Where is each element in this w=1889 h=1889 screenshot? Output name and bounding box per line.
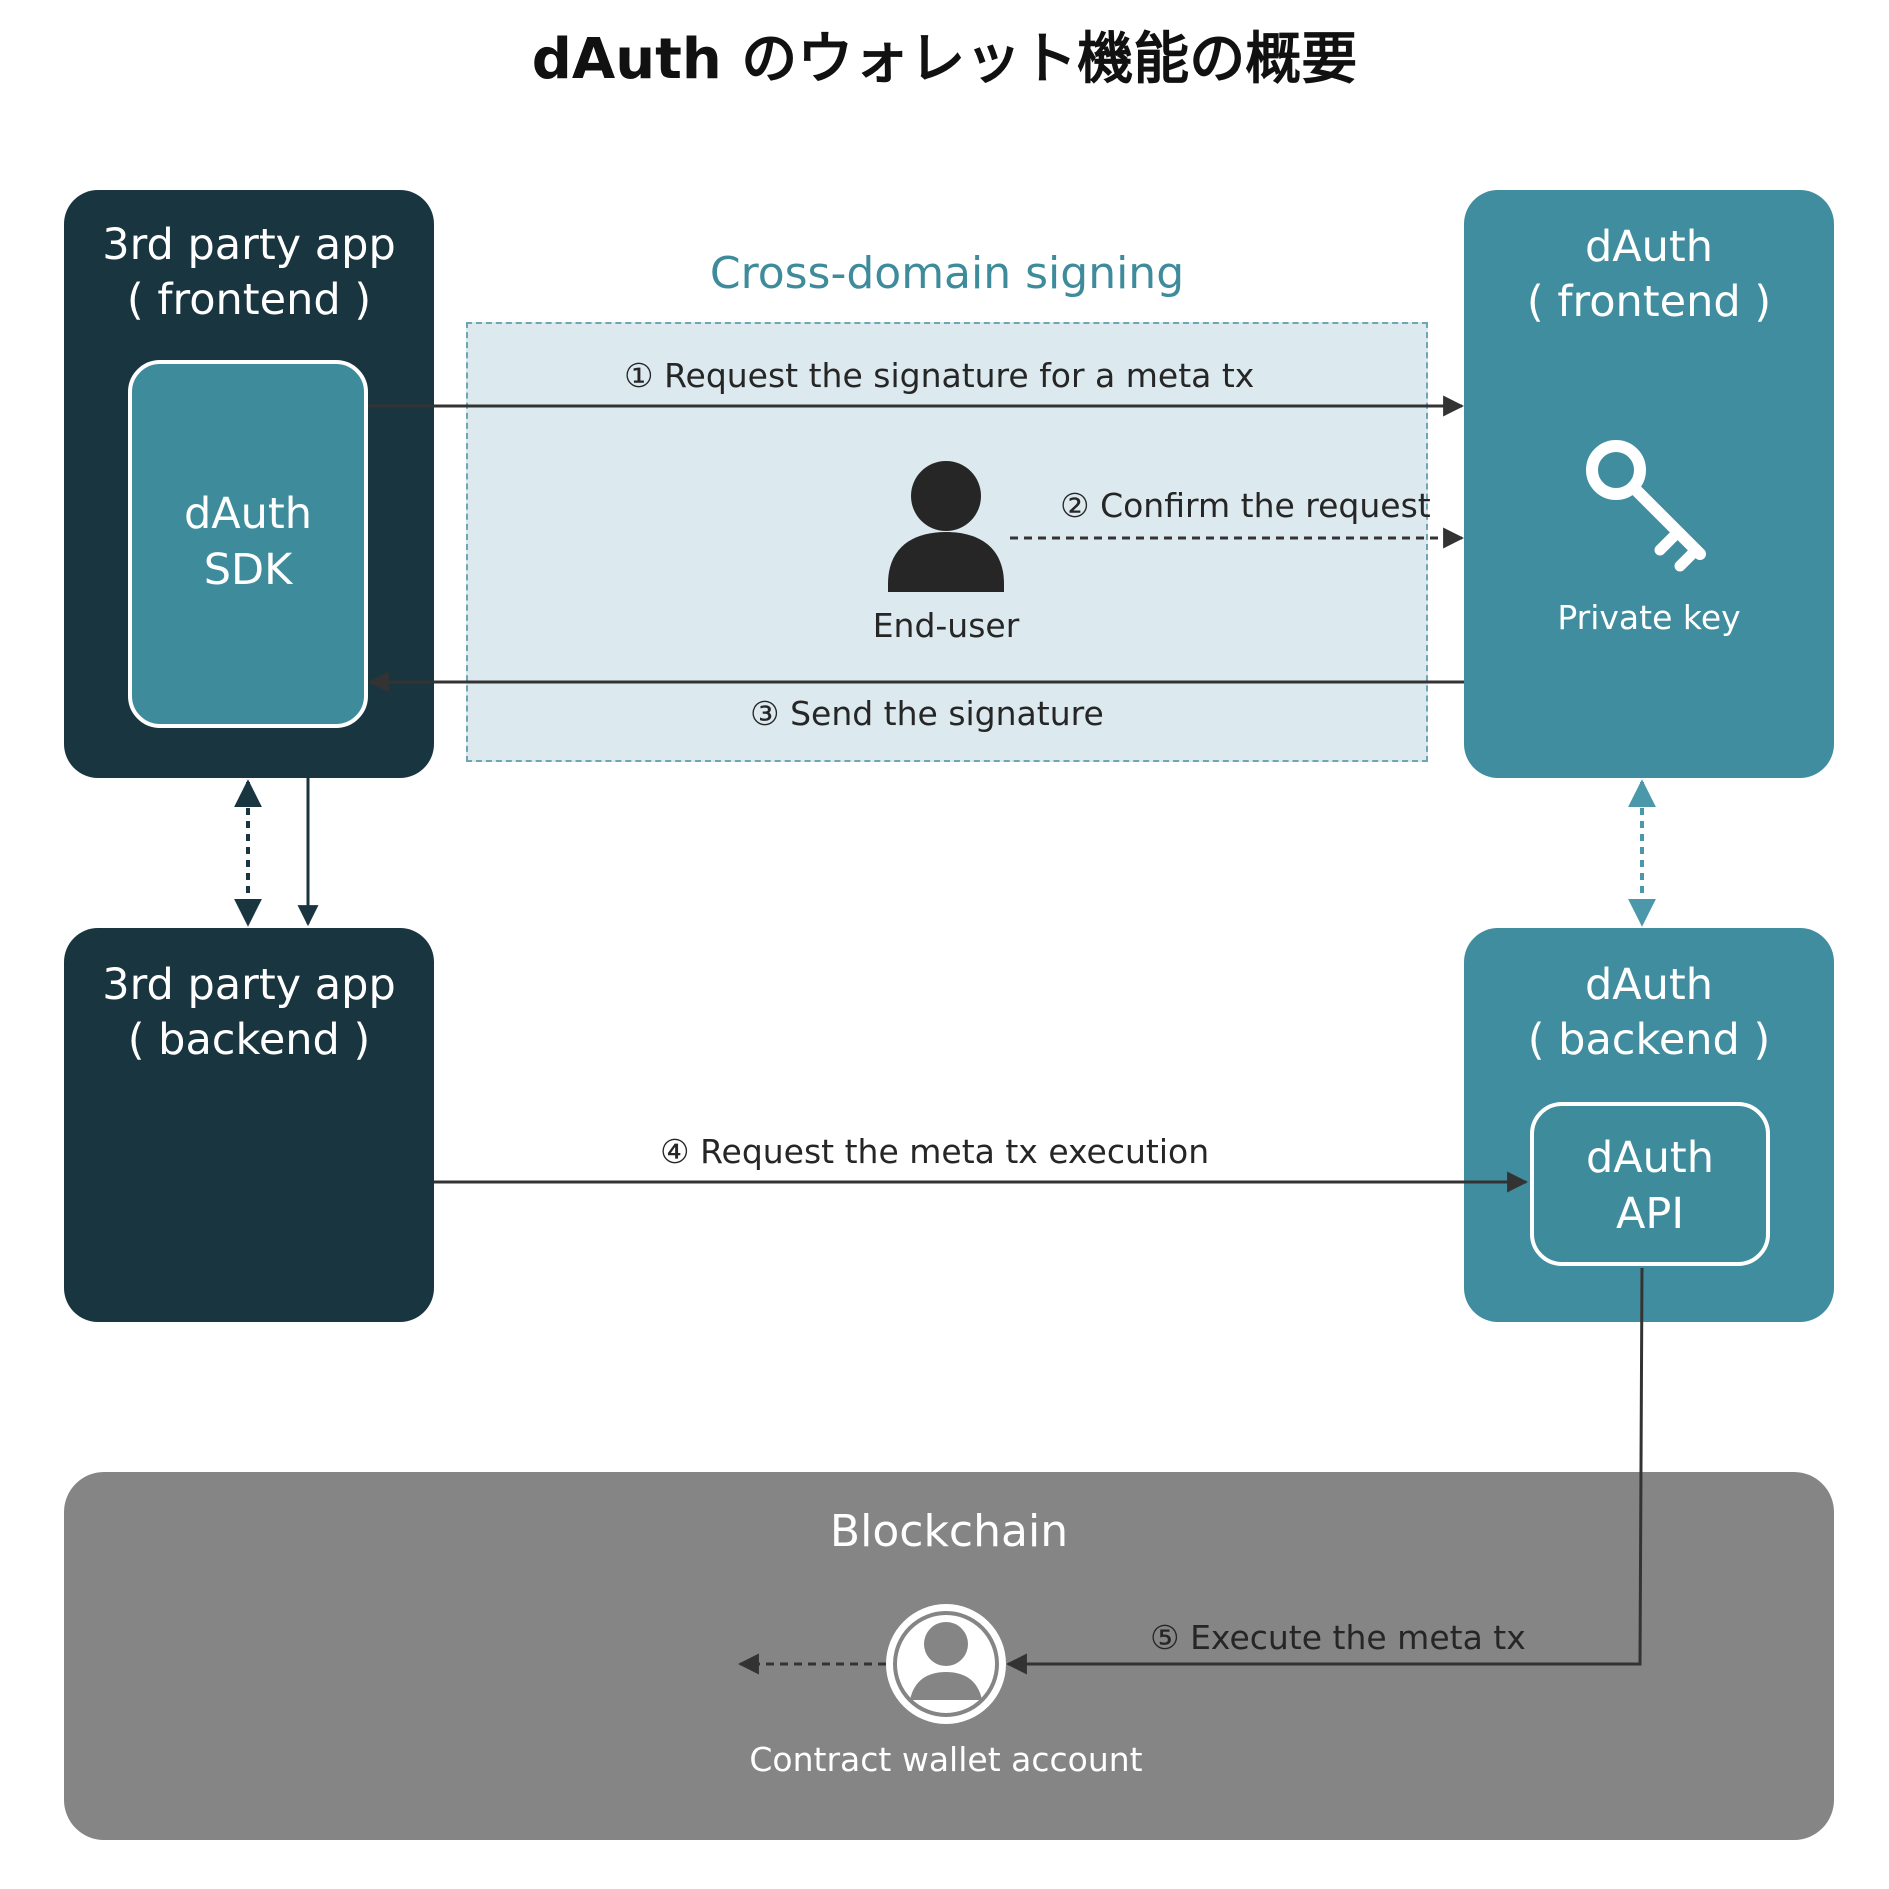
third-party-frontend-title-line1: 3rd party app — [102, 220, 396, 270]
dauth-frontend-title-line2: ( frontend ) — [1526, 277, 1772, 327]
dauth-sdk-line2: SDK — [203, 545, 293, 595]
third-party-backend-title-line2: ( backend ) — [127, 1015, 371, 1065]
dauth-backend-title-line1: dAuth — [1584, 960, 1714, 1010]
dauth-frontend-title: dAuth ( frontend ) — [1464, 220, 1834, 330]
third-party-frontend-title: 3rd party app ( frontend ) — [64, 218, 434, 328]
step3-label: ③ Send the signature — [750, 694, 1104, 733]
third-party-frontend-box: 3rd party app ( frontend ) dAuth SDK — [64, 190, 434, 778]
dauth-api-box: dAuth API — [1530, 1102, 1770, 1266]
dauth-sdk-box: dAuth SDK — [128, 360, 368, 728]
third-party-backend-title-line1: 3rd party app — [102, 960, 396, 1010]
dauth-backend-box: dAuth ( backend ) dAuth API — [1464, 928, 1834, 1322]
step2-label: ② Confirm the request — [1060, 486, 1431, 525]
signing-area-title: Cross-domain signing — [709, 248, 1185, 299]
dauth-frontend-title-line1: dAuth — [1584, 222, 1714, 272]
dauth-api-line2: API — [1615, 1189, 1685, 1239]
key-icon — [1586, 440, 1706, 572]
end-user-icon — [888, 461, 1004, 592]
third-party-frontend-title-line2: ( frontend ) — [126, 275, 372, 325]
dauth-api-line1: dAuth — [1585, 1133, 1715, 1183]
dauth-sdk-line1: dAuth — [183, 489, 313, 539]
blockchain-title: Blockchain — [829, 1506, 1069, 1557]
third-party-backend-box: 3rd party app ( backend ) — [64, 928, 434, 1322]
arrow-step5 — [1005, 1267, 1644, 1675]
end-user-label: End-user — [872, 606, 1020, 645]
private-key-label: Private key — [1557, 598, 1741, 637]
dauth-backend-title: dAuth ( backend ) — [1464, 958, 1834, 1068]
step4-label: ④ Request the meta tx execution — [660, 1132, 1210, 1171]
step1-label: ① Request the signature for a meta tx — [624, 356, 1255, 395]
contract-wallet-label: Contract wallet account — [749, 1740, 1143, 1779]
dauth-frontend-box: dAuth ( frontend ) Private key — [1464, 190, 1834, 778]
third-party-backend-title: 3rd party app ( backend ) — [64, 958, 434, 1068]
diagram-title: dAuth のウォレット機能の概要 — [531, 27, 1358, 92]
dauth-backend-title-line2: ( backend ) — [1527, 1015, 1771, 1065]
step5-label: ⑤ Execute the meta tx — [1150, 1618, 1526, 1657]
contract-wallet-icon — [886, 1604, 1006, 1724]
